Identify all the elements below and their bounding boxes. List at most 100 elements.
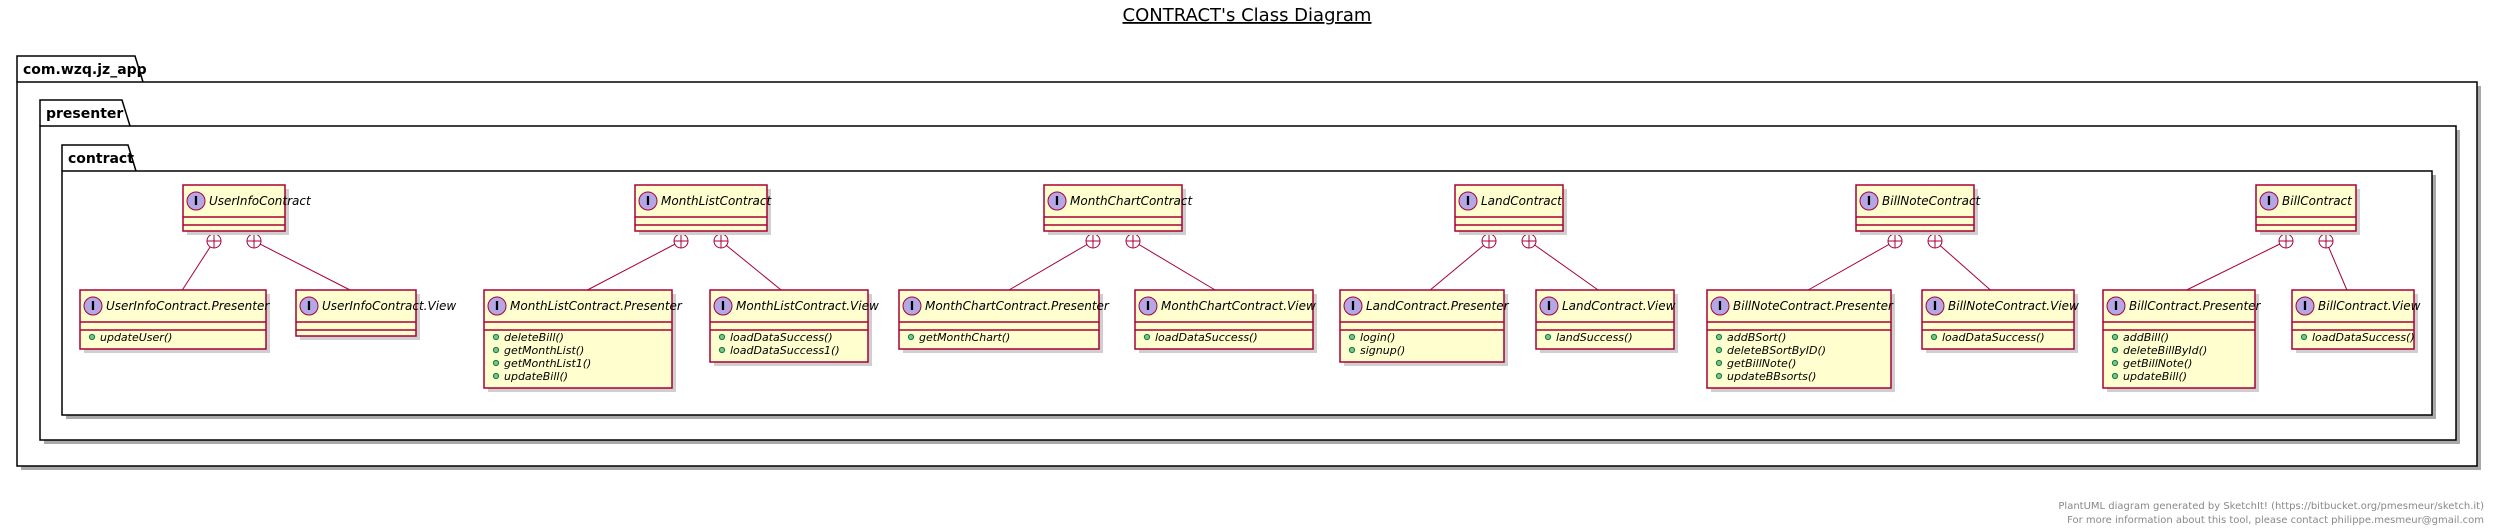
method-item: addBSort() — [1727, 331, 1786, 344]
method-item: addBill() — [2123, 331, 2169, 344]
interface-stereotype-icon — [902, 296, 922, 316]
interface-stereotype-icon — [1710, 296, 1730, 316]
presenter-nesting-link — [587, 233, 689, 291]
stereotype-letter: I — [1718, 299, 1722, 313]
stereotype-letter: I — [1547, 299, 1551, 313]
class-name: MonthListContract — [661, 194, 773, 208]
method-item: deleteBSortByID() — [1727, 344, 1826, 357]
class-name: UserInfoContract.Presenter — [106, 299, 270, 313]
presenter-nesting-link — [2186, 233, 2294, 291]
public-method-icon — [1715, 333, 1723, 341]
class-name: MonthListContract.View — [736, 299, 879, 313]
stereotype-letter: I — [1466, 194, 1470, 208]
class-name: LandContract.Presenter — [1366, 299, 1510, 313]
stereotype-letter: I — [91, 299, 95, 313]
class-name: MonthListContract.Presenter — [510, 299, 683, 313]
stereotype-letter: I — [194, 194, 198, 208]
class-name: UserInfoContract — [209, 194, 312, 208]
stereotype-letter: I — [721, 299, 725, 313]
interface-box: I MonthListContract — [634, 184, 773, 235]
interface-stereotype-icon — [1925, 296, 1945, 316]
view-box: I MonthListContract.View loadDataSuccess()… — [709, 289, 879, 366]
method-item: loadDataSuccess() — [730, 331, 833, 344]
public-method-icon — [2111, 333, 2119, 341]
method-item: login() — [1360, 331, 1395, 344]
stereotype-letter: I — [910, 299, 914, 313]
interface-stereotype-icon — [1138, 296, 1158, 316]
stereotype-letter: I — [2114, 299, 2118, 313]
interface-stereotype-icon — [713, 296, 733, 316]
method-item: updateBill() — [504, 370, 568, 383]
interface-stereotype-icon — [2259, 191, 2279, 211]
method-item: signup() — [1360, 344, 1405, 357]
class-name: MonthChartContract.View — [1161, 299, 1316, 313]
interface-stereotype-icon — [1539, 296, 1559, 316]
interface-box: I UserInfoContract — [182, 184, 312, 235]
method-item: loadDataSuccess() — [1155, 331, 1258, 344]
stereotype-letter: I — [307, 299, 311, 313]
diagram-title: CONTRACT's Class Diagram — [1123, 5, 1372, 26]
presenter-nesting-link — [181, 233, 222, 291]
stereotype-letter: I — [1933, 299, 1937, 313]
class-name: LandContract — [1481, 194, 1563, 208]
public-method-icon — [492, 372, 500, 380]
package-label: contract — [68, 151, 134, 167]
public-method-icon — [1348, 333, 1356, 341]
interface-box: I LandContract — [1454, 184, 1567, 235]
public-method-icon — [492, 346, 500, 354]
method-item: getMonthList1() — [504, 357, 591, 370]
class-name: MonthChartContract — [1070, 194, 1194, 208]
interface-stereotype-icon — [1047, 191, 1067, 211]
stereotype-letter: I — [1055, 194, 1059, 208]
interface-stereotype-icon — [487, 296, 507, 316]
method-item: deleteBillById() — [2123, 344, 2207, 357]
presenter-box: I MonthChartContract.Presenter getMonthCha… — [898, 289, 1110, 353]
public-method-icon — [492, 359, 500, 367]
public-method-icon — [907, 333, 915, 341]
view-box: I MonthChartContract.View loadDataSuccess(… — [1134, 289, 1317, 353]
view-box: I LandContract.View landSuccess() — [1535, 289, 1678, 353]
method-item: deleteBill() — [504, 331, 564, 344]
method-item: updateBBsorts() — [1727, 370, 1816, 383]
class-name: BillNoteContract — [1882, 194, 1982, 208]
public-method-icon — [718, 346, 726, 354]
method-item: landSuccess() — [1556, 331, 1633, 344]
stereotype-letter: I — [646, 194, 650, 208]
method-item: getMonthChart() — [919, 331, 1010, 344]
presenter-box: I MonthListContract.Presenter deleteBill()… — [483, 289, 683, 392]
footer-line-1: PlantUML diagram generated by SketchIt! … — [2058, 501, 2484, 512]
class-name: LandContract.View — [1562, 299, 1676, 313]
public-method-icon — [492, 333, 500, 341]
interface-stereotype-icon — [299, 296, 319, 316]
class-name: BillContract.View — [2318, 299, 2421, 313]
method-item: updateBill() — [2123, 370, 2187, 383]
view-nesting-link — [246, 233, 351, 291]
method-item: updateUser() — [100, 331, 172, 344]
method-item: loadDataSuccess() — [2312, 331, 2415, 344]
class-name: BillNoteContract.View — [1948, 299, 2079, 313]
public-method-icon — [1715, 346, 1723, 354]
public-method-icon — [2111, 359, 2119, 367]
stereotype-letter: I — [1351, 299, 1355, 313]
interface-stereotype-icon — [83, 296, 103, 316]
interface-box: I MonthChartContract — [1043, 184, 1194, 235]
public-method-icon — [88, 333, 96, 341]
method-item: getMonthList() — [504, 344, 584, 357]
stereotype-letter: I — [1146, 299, 1150, 313]
stereotype-letter: I — [2267, 194, 2271, 208]
stereotype-letter: I — [495, 299, 499, 313]
class-name: MonthChartContract.Presenter — [925, 299, 1110, 313]
footer-line-2: For more information about this tool, pl… — [2067, 515, 2484, 526]
public-method-icon — [1544, 333, 1552, 341]
interface-stereotype-icon — [186, 191, 206, 211]
method-item: getBillNote() — [1727, 357, 1796, 370]
interface-stereotype-icon — [2295, 296, 2315, 316]
method-item: getBillNote() — [2123, 357, 2192, 370]
public-method-icon — [1348, 346, 1356, 354]
public-method-icon — [2300, 333, 2308, 341]
interface-box: I BillContract — [2255, 184, 2360, 235]
class-name: BillContract — [2282, 194, 2353, 208]
